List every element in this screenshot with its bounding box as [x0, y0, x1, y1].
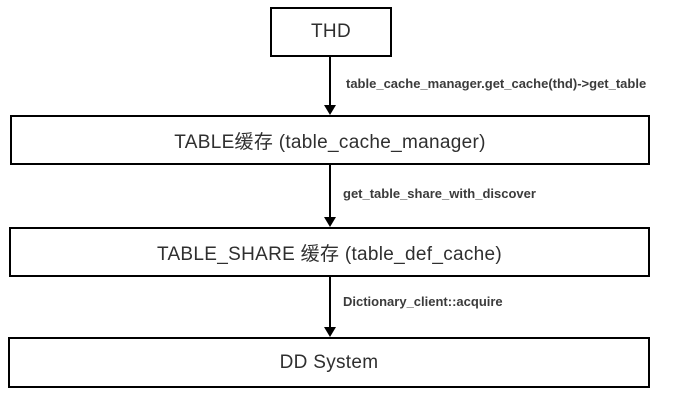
node-dd-system-label: DD System: [279, 351, 379, 373]
arrow-head-down-icon: [324, 217, 336, 227]
edge-label-dictionary-acquire: Dictionary_client::acquire: [343, 294, 503, 309]
node-table-cache: TABLE缓存 (table_cache_manager): [10, 115, 650, 165]
arrow-table-cache-to-table-share: [324, 165, 336, 227]
edge-label-get-cache: table_cache_manager.get_cache(thd)->get_…: [346, 76, 647, 91]
arrow-line: [329, 57, 331, 105]
node-table-share-cache-label: TABLE_SHARE 缓存 (table_def_cache): [156, 243, 503, 265]
arrow-table-share-to-dd-system: [324, 277, 336, 337]
arrow-line: [329, 277, 331, 327]
node-thd-label: THD: [311, 21, 351, 42]
node-table-cache-label: TABLE缓存 (table_cache_manager): [174, 131, 486, 153]
arrow-head-down-icon: [324, 105, 336, 115]
node-thd: THD: [270, 7, 392, 57]
arrow-thd-to-table-cache: [324, 57, 336, 115]
node-table-share-cache: TABLE_SHARE 缓存 (table_def_cache): [9, 227, 650, 277]
node-dd-system: DD System: [8, 337, 650, 388]
arrow-line: [329, 165, 331, 217]
edge-label-get-table-share: get_table_share_with_discover: [343, 186, 536, 201]
arrow-head-down-icon: [324, 327, 336, 337]
